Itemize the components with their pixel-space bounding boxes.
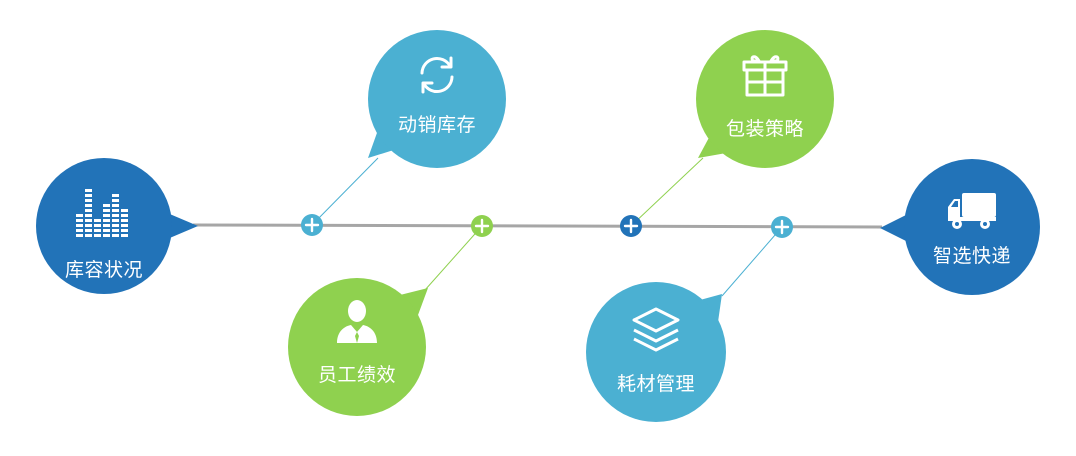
- plus-icon: [774, 219, 790, 235]
- truck-icon: [948, 193, 996, 229]
- plus-marker-1[interactable]: [301, 214, 323, 236]
- node-label-storage-status: 库容状况: [64, 259, 143, 281]
- node-turnover-inventory[interactable]: 动销库存: [368, 30, 506, 168]
- node-consumables-management[interactable]: 耗材管理: [586, 282, 726, 422]
- plus-marker-3[interactable]: [620, 215, 642, 237]
- plus-icon: [304, 217, 320, 233]
- plus-marker-4[interactable]: [771, 216, 793, 238]
- node-storage-status[interactable]: 库容状况: [36, 158, 172, 294]
- bar-chart-icon: [76, 189, 128, 237]
- plus-icon: [474, 218, 490, 234]
- start-node-tail: [165, 212, 198, 240]
- node-smart-express[interactable]: 智选快递: [904, 159, 1040, 295]
- connector-consumables: [721, 226, 783, 297]
- user-icon: [337, 300, 377, 343]
- plus-marker-2[interactable]: [471, 215, 493, 237]
- node-staff-performance[interactable]: 员工绩效: [288, 278, 426, 416]
- node-label-consumables-management: 耗材管理: [616, 373, 695, 395]
- refresh-icon: [420, 56, 454, 94]
- node-packaging-strategy[interactable]: 包装策略: [696, 30, 834, 168]
- connector-packaging: [630, 157, 704, 227]
- gift-icon: [742, 55, 788, 97]
- connector-staff: [424, 225, 483, 291]
- layers-icon: [632, 307, 680, 352]
- node-label-turnover-inventory: 动销库存: [397, 114, 476, 136]
- node-label-staff-performance: 员工绩效: [317, 364, 396, 386]
- staff-node-tail: [400, 288, 428, 315]
- node-label-packaging-strategy: 包装策略: [725, 118, 804, 140]
- plus-icon: [623, 218, 639, 234]
- node-label-smart-express: 智选快递: [932, 245, 1011, 267]
- connector-turnover: [311, 157, 379, 226]
